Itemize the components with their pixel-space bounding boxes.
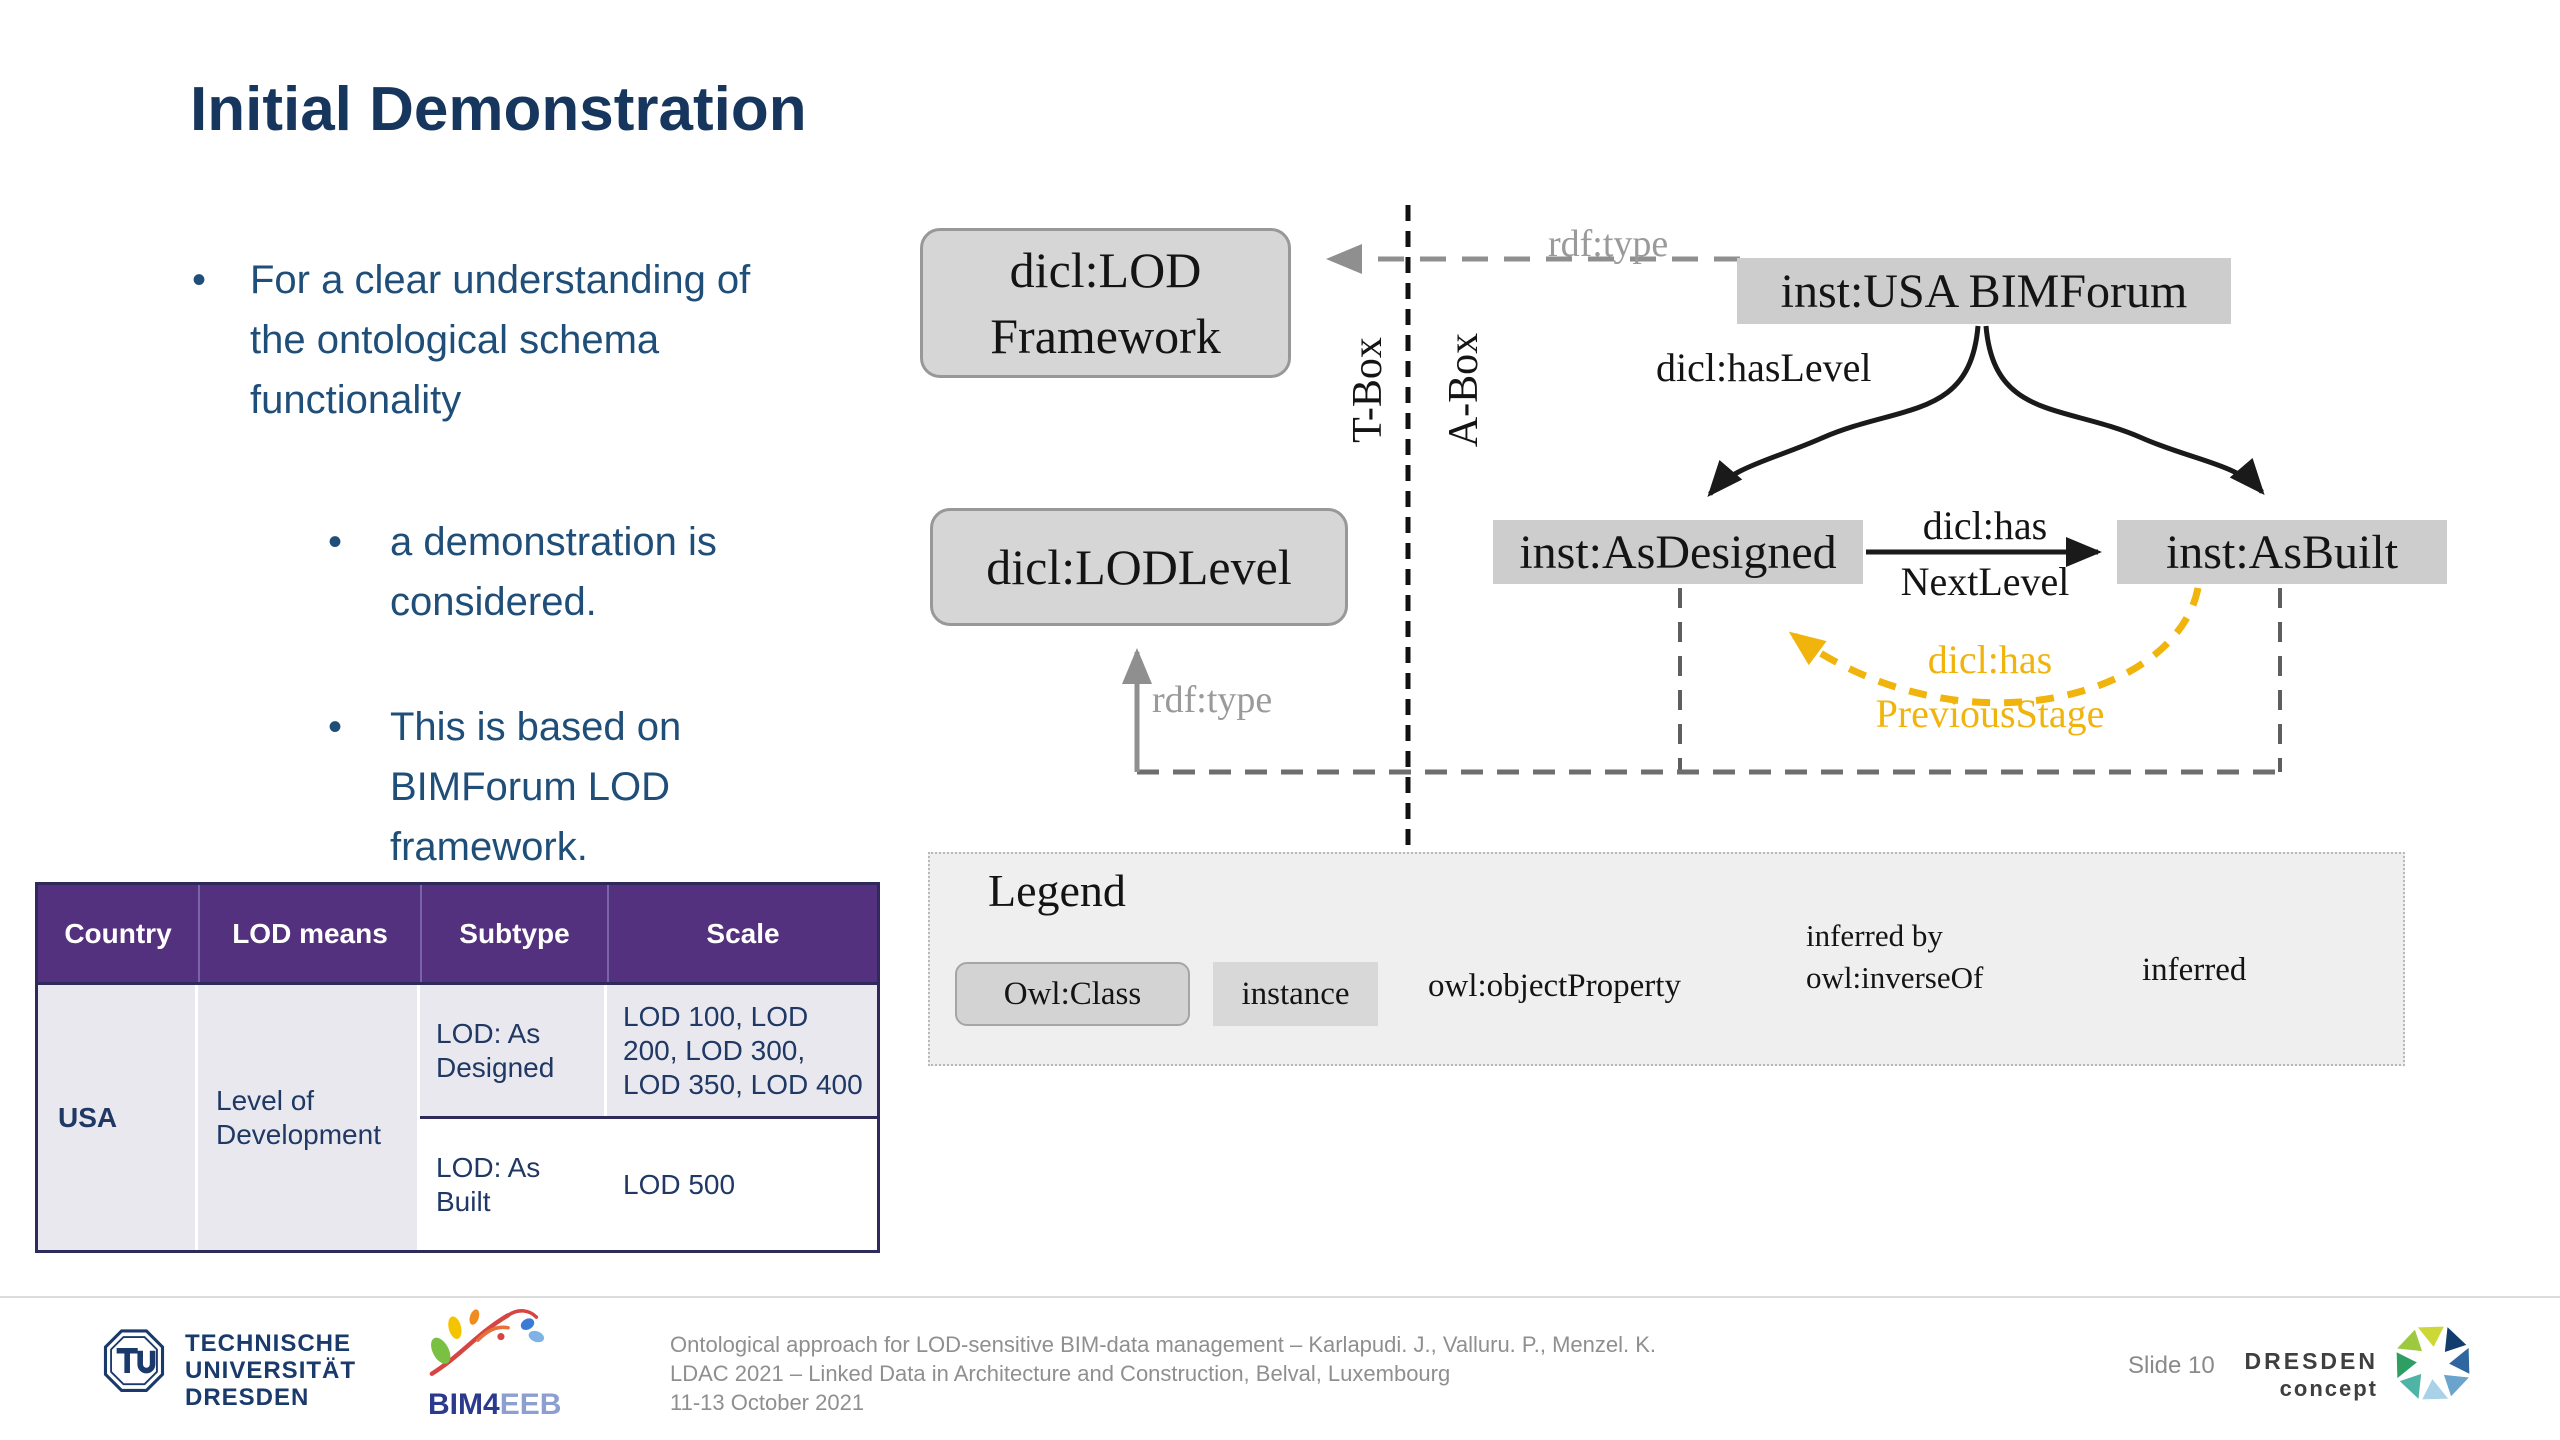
- table-cell-subtype: LOD: As Designed: [420, 985, 607, 1116]
- bullet-text: a demonstration is considered.: [390, 520, 717, 624]
- node-label: dicl:LODLevel: [986, 539, 1292, 595]
- haslevel-arrow-right: [1983, 325, 2265, 496]
- page-title: Initial Demonstration: [190, 75, 807, 144]
- node-label: inst:USA BIMForum: [1780, 264, 2188, 318]
- citation-line: 11-13 October 2021: [670, 1390, 865, 1415]
- eeb-text: EEB: [499, 1388, 562, 1421]
- table-body: USA Level of Development LOD: As Designe…: [38, 985, 877, 1250]
- citation-line: LDAC 2021 – Linked Data in Architecture …: [670, 1361, 1451, 1386]
- bullet-dot: •: [192, 258, 207, 302]
- table-row: LOD: As Built LOD 500: [420, 1119, 877, 1250]
- table-header-subtype: Subtype: [420, 885, 607, 982]
- table-header-scale: Scale: [607, 885, 877, 982]
- legend-inferredby-label-1: inferred by: [1806, 918, 1943, 953]
- tu-line: DRESDEN: [185, 1384, 310, 1411]
- table-cell-scale: LOD 100, LOD 200, LOD 300, LOD 350, LOD …: [607, 985, 877, 1116]
- table-header-row: Country LOD means Subtype Scale: [38, 885, 877, 985]
- legend-inferred-label: inferred: [2142, 952, 2247, 988]
- bullet-dot: •: [328, 705, 343, 749]
- tu-line: TECHNISCHE: [185, 1330, 352, 1357]
- legend-objectproperty-label: owl:objectProperty: [1428, 968, 1681, 1004]
- node-asbuilt: inst:AsBuilt: [2117, 520, 2447, 584]
- legend-owl-class-chip: Owl:Class: [955, 962, 1190, 1026]
- tu-dresden-wordmark: TECHNISCHE UNIVERSITÄT DRESDEN: [185, 1330, 356, 1411]
- bullet-dot: •: [328, 520, 343, 564]
- node-lodlevel: dicl:LODLevel: [930, 508, 1348, 626]
- legend-title: Legend: [988, 865, 1126, 916]
- bullet-text: For a clear understanding of the ontolog…: [250, 258, 751, 422]
- citation-line: Ontological approach for LOD-sensitive B…: [670, 1332, 1657, 1357]
- bim4-text: BIM4: [428, 1388, 500, 1421]
- legend-panel: [928, 852, 2405, 1066]
- table-cell-lod-means: Level of Development: [198, 985, 420, 1250]
- node-usa-bimforum: inst:USA BIMForum: [1737, 258, 2231, 324]
- legend-instance-label: instance: [1241, 975, 1350, 1012]
- footer-divider: [0, 1296, 2560, 1298]
- table-cell-subtype: LOD: As Built: [420, 1119, 607, 1250]
- legend-owl-class-label: Owl:Class: [1003, 975, 1142, 1012]
- footer-citation: Ontological approach for LOD-sensitive B…: [670, 1330, 1770, 1417]
- node-label: dicl:LOD: [1009, 242, 1202, 298]
- node-lod-framework: dicl:LOD Framework: [920, 228, 1291, 378]
- dresden-concept-logo: [2396, 1326, 2470, 1400]
- table-header-country: Country: [64, 917, 172, 949]
- label-abox: A-Box: [1441, 332, 1487, 448]
- label-haslevel: dicl:hasLevel: [1656, 345, 1872, 390]
- node-label: inst:AsDesigned: [1519, 525, 1837, 579]
- legend-instance-chip: instance: [1213, 962, 1378, 1026]
- bim4eeb-logo: [429, 1309, 545, 1376]
- legend-inferredby-label-2: owl:inverseOf: [1806, 960, 1984, 995]
- table-cell-country: USA: [38, 985, 198, 1250]
- table-cell-scale: LOD 500: [623, 1168, 736, 1200]
- dresden-concept-wordmark-1: DRESDEN: [2244, 1348, 2378, 1374]
- slide-number: Slide 10: [2128, 1352, 2215, 1379]
- table-row: LOD: As Designed LOD 100, LOD 200, LOD 3…: [420, 985, 877, 1119]
- bullet-text: This is based on BIMForum LOD framework.: [390, 705, 682, 869]
- label-hasnext-1: dicl:has: [1922, 503, 2048, 548]
- bim4eeb-wordmark: BIM4EEB: [428, 1388, 561, 1422]
- node-label: inst:AsBuilt: [2165, 525, 2399, 579]
- tu-dresden-logo: [103, 1329, 165, 1392]
- label-hasprev-2: PreviousStage: [1875, 691, 2105, 736]
- tu-line: UNIVERSITÄT: [185, 1357, 357, 1384]
- lod-table: Country LOD means Subtype Scale USA Leve…: [35, 882, 880, 1253]
- dresden-concept-wordmark-2: concept: [2279, 1376, 2378, 1401]
- label-rdf-type-left: rdf:type: [1152, 679, 1273, 721]
- label-tbox: T-Box: [1345, 337, 1391, 443]
- label-hasnext-2: NextLevel: [1900, 559, 2070, 604]
- label-hasprev-1: dicl:has: [1927, 637, 2053, 682]
- label-rdf-type-top: rdf:type: [1548, 223, 1669, 265]
- node-label: Framework: [990, 308, 1221, 364]
- node-asdesigned: inst:AsDesigned: [1493, 520, 1863, 584]
- table-header-lod-means: LOD means: [198, 885, 420, 982]
